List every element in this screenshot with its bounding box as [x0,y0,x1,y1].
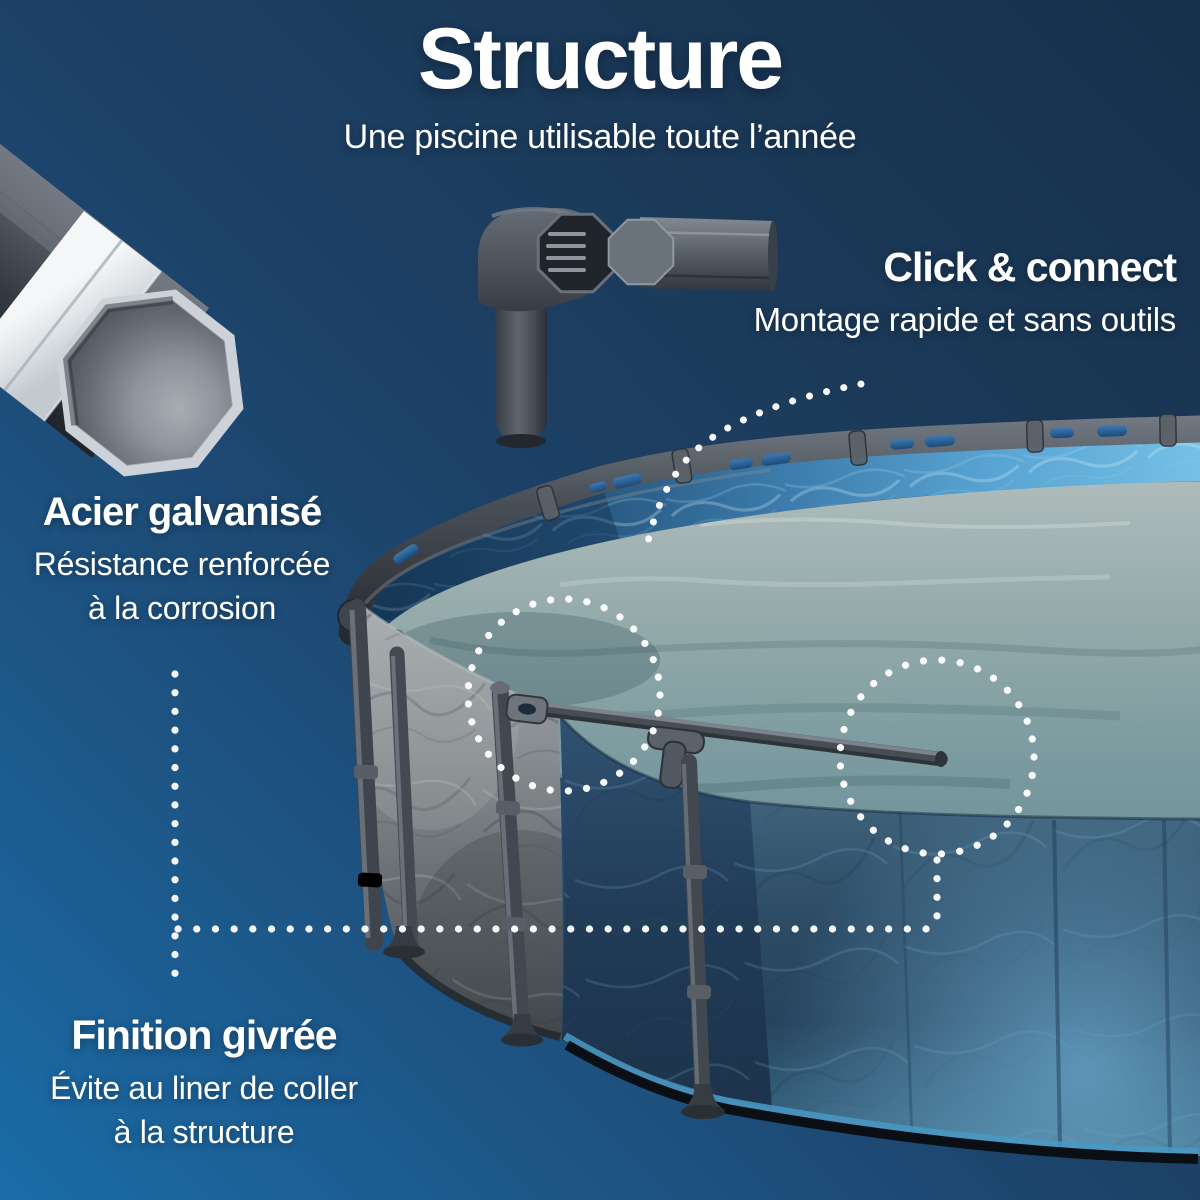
highlight-circle-liner-window [836,656,1038,858]
frame-leg-far-left [348,599,383,951]
galvanized-band-step [3,239,123,392]
callout-frosted-finish-heading: Finition givrée [71,1012,337,1058]
annotation-guides [171,380,1038,992]
tube-inner-shadow [62,296,174,426]
callout-galvanized-steel: Acier galvanisé Résistance renforcée à l… [6,491,358,630]
rail-highlight [358,468,771,612]
page-title: Structure [417,11,784,107]
callout-frosted-finish: Finition givrée Évite au liner de coller… [0,1012,412,1154]
bar-keyhole-end [505,693,549,725]
guide-line-click-connect [641,380,865,560]
connector-tube-piece [607,217,778,291]
rail-slots [393,425,1127,564]
callout-click-connect-heading: Click & connect [883,244,1177,290]
connector-socket-opening [536,212,618,294]
connector-vertical-tube [495,292,547,442]
liner-bottom-edge [396,949,561,1041]
frame-feet [383,926,725,1119]
connector-socket-ribs [546,232,586,272]
page-subtitle: Une piscine utilisable toute l’année [343,118,857,156]
callout-click-connect-description: Montage rapide et sans outils [753,301,1177,339]
highlight-circle-frame-joint [464,595,664,795]
tube-piece-end-face [607,218,675,286]
callout-galvanized-steel-heading: Acier galvanisé [42,490,323,534]
click-connector-illustration [478,207,778,448]
callout-click-connect: Click & connect Montage rapide et sans o… [753,244,1177,342]
pool-bottom-shadow [564,1040,1199,1164]
steel-tube-illustration [0,143,244,477]
bar-t-connector [647,725,705,789]
window-waterline-edge [558,715,1200,821]
window-bottom-highlight [562,1032,1199,1156]
frame-leg-window [681,754,712,1116]
frame-horizontal-bar [505,693,948,789]
connector-tube-end [496,434,546,448]
bar-end-cap [935,751,947,767]
galvanized-band [0,211,161,421]
frame-leg-middle [490,681,531,1045]
callout-frosted-finish-description: Évite au liner de coller à la structure [50,1070,358,1151]
frame-leg-left [389,646,419,956]
callout-galvanized-steel-description: Résistance renforcée à la corrosion [33,546,331,626]
pool-frame [348,599,948,1119]
pool-illustration [337,413,1200,1164]
